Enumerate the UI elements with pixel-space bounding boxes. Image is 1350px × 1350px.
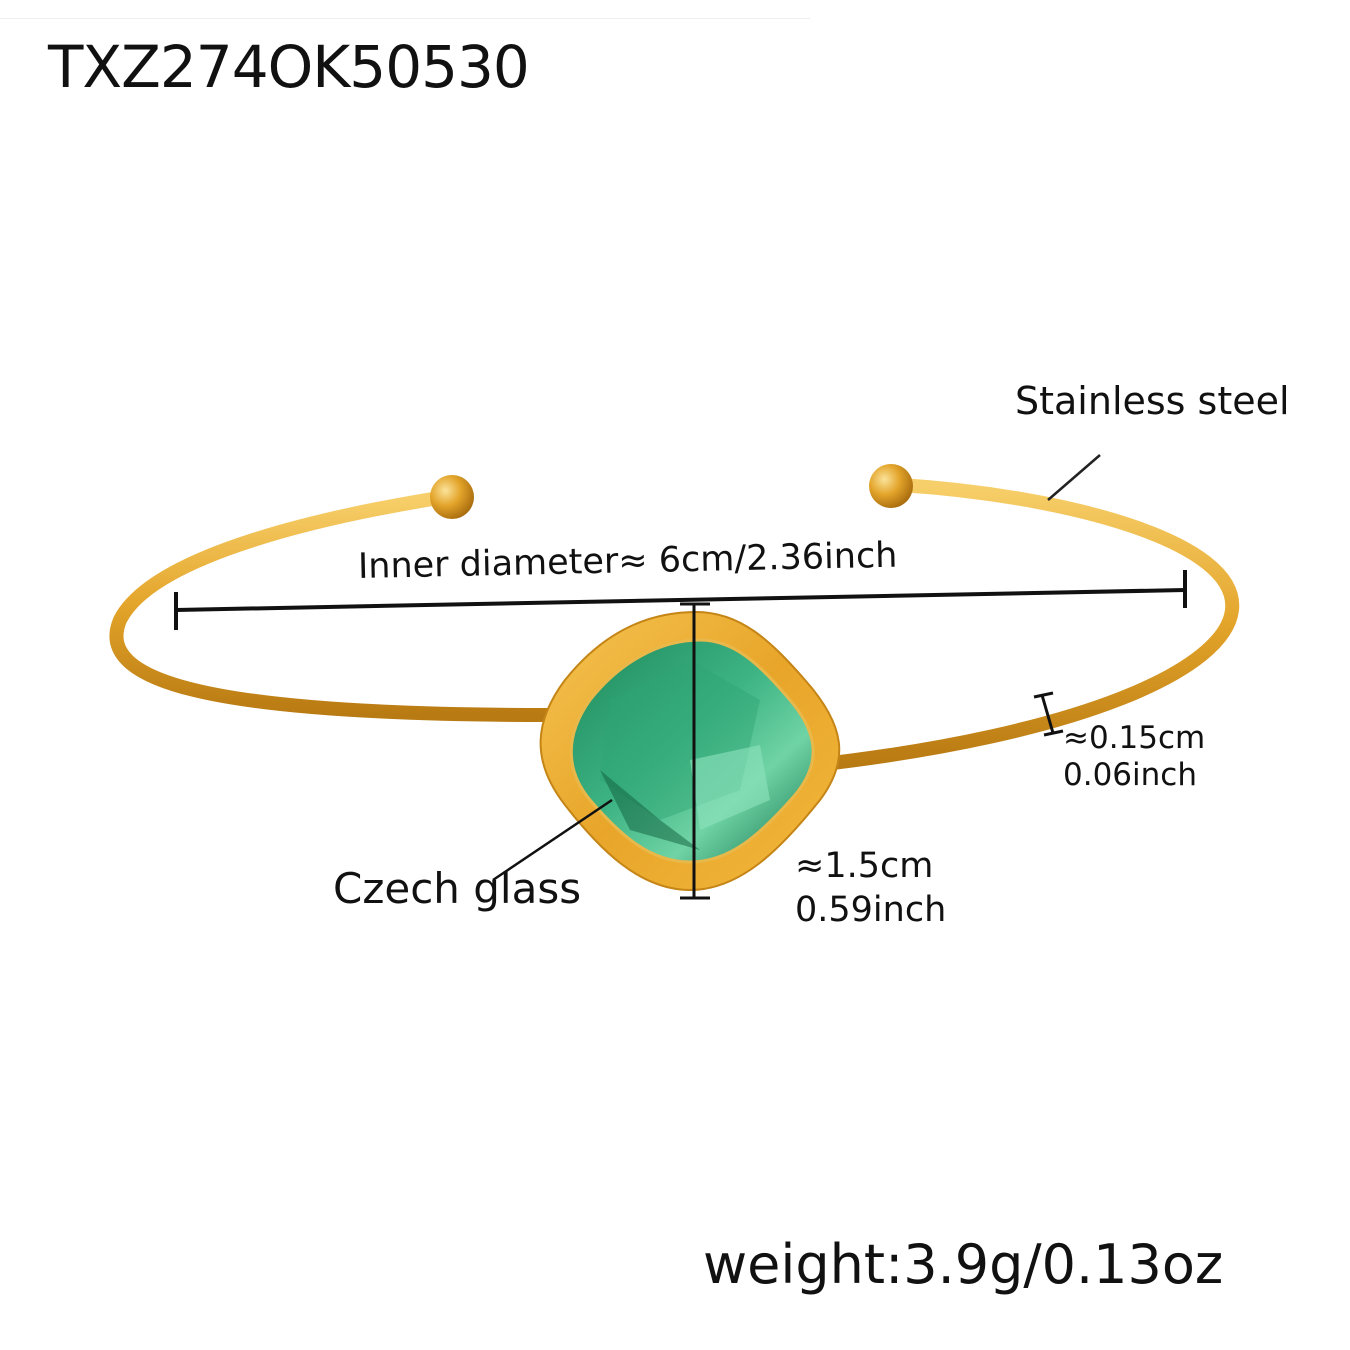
stone-leader-line [492, 798, 613, 882]
ball-end-right [869, 464, 913, 508]
inner-diameter-measure [174, 570, 1187, 630]
stone-size-measure [680, 602, 710, 900]
wire-thickness-cm: ≈0.15cm [1063, 720, 1206, 756]
wire-thickness-measure [1033, 691, 1064, 737]
ball-end-left [430, 475, 474, 519]
wire-thickness-label: ≈0.15cm 0.06inch [1063, 720, 1205, 794]
top-divider [0, 0, 810, 19]
stone-size-inch: 0.59inch [795, 889, 947, 930]
stone-setting [539, 610, 841, 892]
stone-size-cm: ≈1.5cm [795, 846, 934, 886]
wire-thickness-inch: 0.06inch [1063, 757, 1197, 794]
weight-label: weight:3.9g/0.13oz [703, 1233, 1224, 1296]
product-sku: TXZ274OK50530 [48, 33, 530, 101]
stone-size-label: ≈1.5cm 0.59inch [795, 845, 946, 933]
material-leader-line [1047, 454, 1101, 501]
stone-material-label: Czech glass [333, 864, 582, 913]
bangle-wire [109, 478, 1240, 772]
material-label: Stainless steel [1015, 379, 1290, 423]
